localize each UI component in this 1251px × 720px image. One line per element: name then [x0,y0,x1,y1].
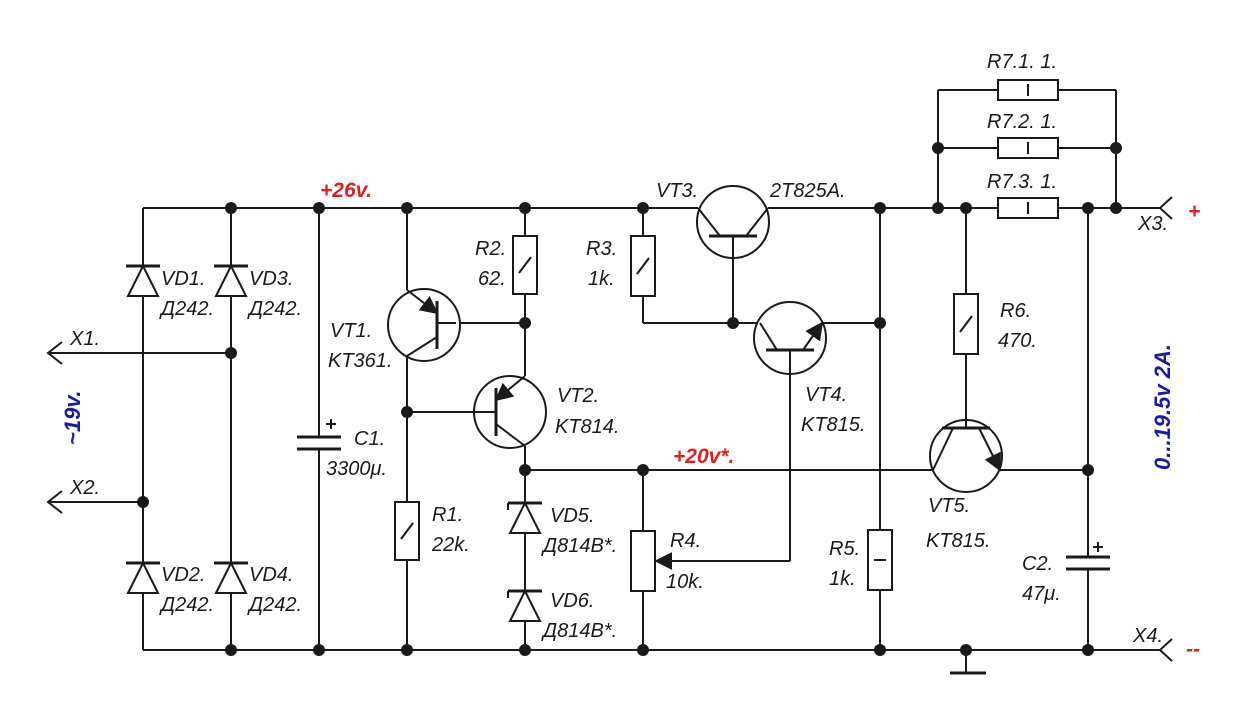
label-r7-3: R7.3. 1. [987,171,1057,193]
wires-vt1-r1 [406,208,525,650]
label-v26: +26v. [320,179,372,202]
label-v20: +20v*. [673,445,734,468]
label-r5-value: 1k. [829,568,856,590]
terminal-x1-arrow [46,341,63,365]
label-vd5-type: Д814В*. [541,535,617,557]
resistor-r7-2 [997,137,1059,159]
potentiometer-r4 [630,530,673,592]
label-c1: C1. [354,428,385,450]
zener-vd6 [507,588,542,622]
resistor-r7-3 [997,197,1059,219]
label-c1-value: 3300μ. [326,458,387,480]
label-vt3-type: 2T825A. [769,180,846,202]
label-vt2: VT2. [557,385,599,407]
label-vd3: VD3. [249,268,293,290]
label-input-voltage: ~19v. [60,391,85,445]
label-vd3-type: Д242. [247,298,302,320]
label-r2-value: 62. [478,268,506,290]
transistor-vt3 [696,185,770,259]
wires-vt5-c2 [965,208,1089,650]
label-c2-value: 47μ. [1022,583,1061,605]
transistor-vt1 [387,288,461,362]
label-vd6-type: Д814В*. [541,620,617,642]
label-r3: R3. [586,238,617,260]
diode-vd1 [126,263,160,297]
label-r4: R4. [670,530,701,552]
diode-vd2 [126,560,160,594]
label-vd4: VD4. [249,564,293,586]
label-vd6: VD6. [550,590,594,612]
label-r6: R6. [1000,300,1031,322]
resistor-r7-1 [997,79,1059,101]
label-c2: C2. [1022,553,1053,575]
zener-vd5 [507,500,542,534]
label-r6-value: 470. [998,330,1037,352]
transistor-vt5 [929,416,1003,493]
diode-vd4 [214,560,248,594]
label-x2: X2. [69,477,100,499]
label-vt4: VT4. [805,384,847,406]
label-r2: R2. [475,238,506,260]
resistor-r3 [630,235,656,297]
label-r5: R5. [829,538,860,560]
label-x3: X3. [1137,213,1168,235]
label-r7-1: R7.1. 1. [987,51,1057,73]
label-vt2-type: KT814. [555,416,619,438]
label-x4: X4. [1132,625,1163,647]
label-vt5: VT5. [928,495,970,517]
terminal-x4-arrow [1158,638,1173,662]
label-vt5-type: KT815. [926,530,990,552]
label-r3-value: 1k. [588,268,615,290]
label-plus: + [1188,200,1200,223]
label-vd2: VD2. [161,564,205,586]
label-vt3: VT3. [656,180,698,202]
label-minus: -- [1186,638,1200,661]
label-vd1-type: Д242. [159,298,214,320]
transistor-vt4 [753,301,827,375]
label-output-range: 0...19.5v 2A. [1150,344,1175,470]
diode-vd3 [214,263,248,297]
resistor-r1 [394,501,420,561]
terminal-x3-arrow [1158,196,1173,220]
transistor-vt2 [473,375,547,449]
label-vt4-type: KT815. [801,414,865,436]
label-vt1: VT1. [330,320,372,342]
label-r1: R1. [432,504,463,526]
label-vd2-type: Д242. [159,594,214,616]
label-vd1: VD1. [161,268,205,290]
junction-dots [137,142,1122,656]
label-vd5: VD5. [550,505,594,527]
capacitor-c2 [1066,542,1110,571]
label-r7-2: R7.2. 1. [987,111,1057,133]
wires-r4 [642,350,791,650]
label-vd4-type: Д242. [247,594,302,616]
terminal-x2-arrow [46,490,63,514]
label-vt1-type: KT361. [328,350,392,372]
capacitor-c1 [297,208,341,650]
resistor-r6 [953,293,979,355]
label-r1-value: 22k. [431,534,470,556]
label-x1: X1. [69,328,100,350]
resistor-r2 [512,235,538,295]
label-r4-value: 10k. [666,571,704,593]
resistor-r5 [867,529,893,591]
